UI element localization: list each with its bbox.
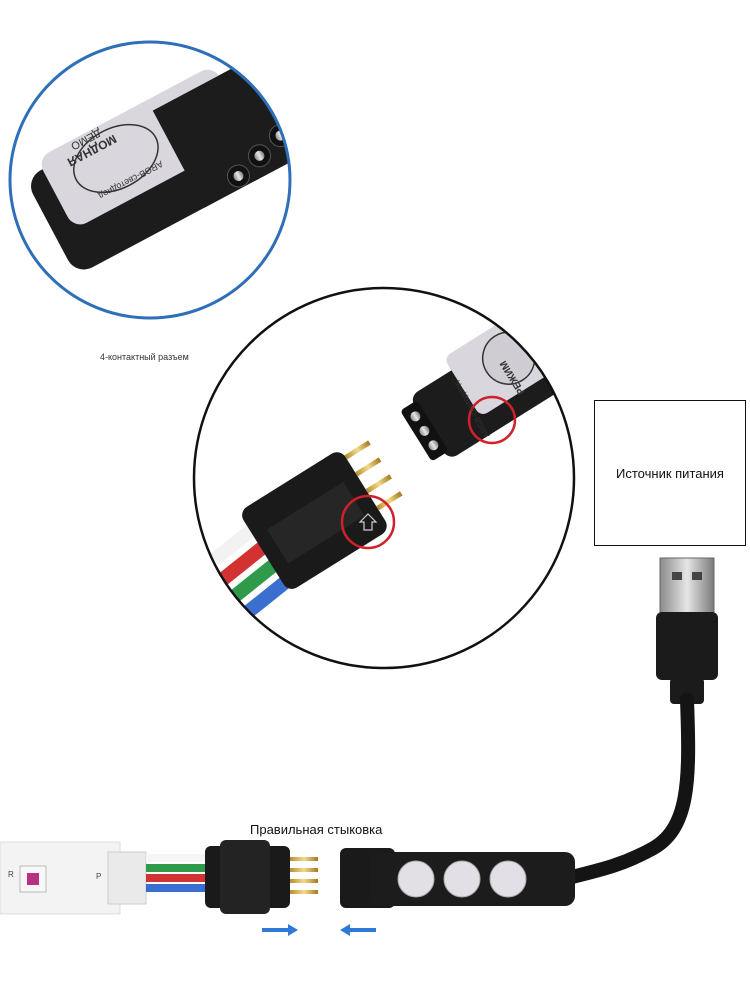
- arrow-left-icon: [340, 924, 376, 936]
- male-plug: [205, 840, 318, 914]
- led-strip: [0, 841, 147, 915]
- highlight-connector-arrow: [340, 494, 396, 550]
- usb-cable: [553, 693, 696, 887]
- highlight-rgb-label: [467, 395, 517, 445]
- correct-docking-label: Правильная стыковка: [250, 822, 383, 837]
- usb-plug-icon: [656, 557, 718, 704]
- strip-mark-p: P: [96, 872, 102, 881]
- zoom-circle-mid: [192, 286, 576, 670]
- connector-arrow-icon: [358, 513, 378, 531]
- strip-mark-r: R: [8, 870, 14, 879]
- arrow-right-icon: [262, 924, 298, 936]
- power-source-box: Источник питания: [594, 400, 746, 546]
- power-source-label: Источник питания: [616, 465, 724, 481]
- four-pin-connector-label: 4-контактный разъем: [100, 352, 189, 362]
- zoom-circle-top: [8, 40, 292, 320]
- mini-controller: [340, 848, 575, 908]
